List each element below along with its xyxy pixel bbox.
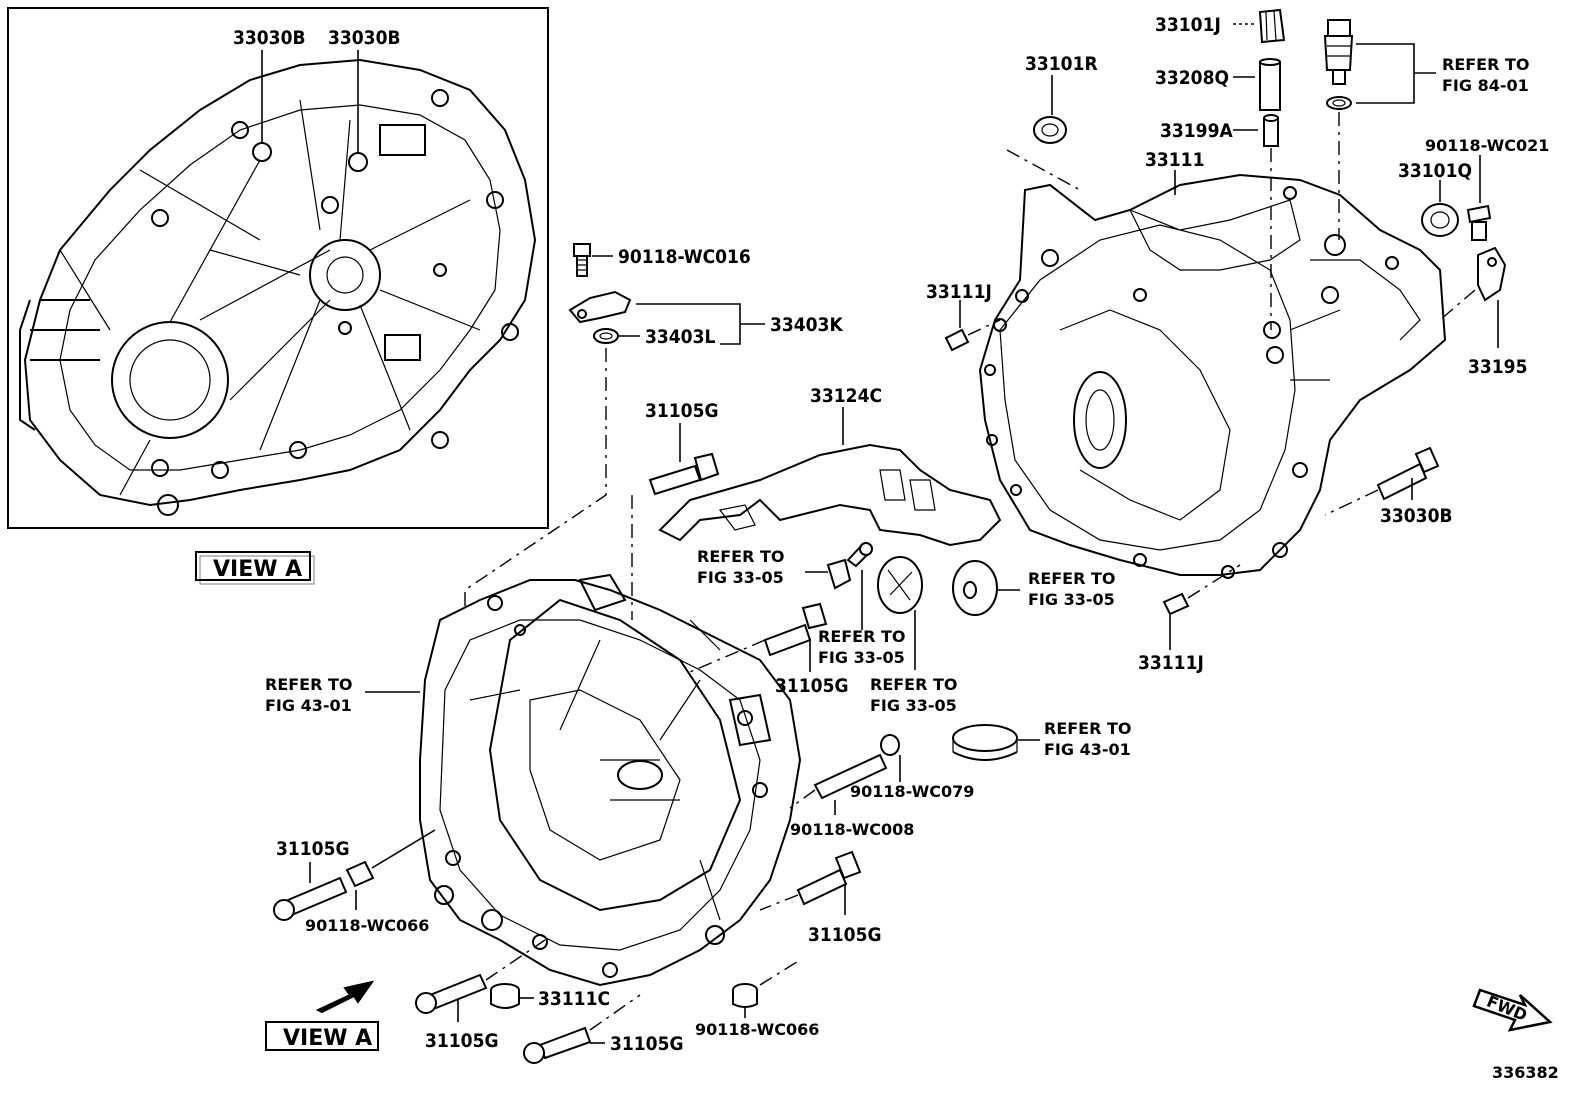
label-33208q: 33208Q	[1155, 67, 1229, 89]
label-31105g-mid: 31105G	[775, 675, 849, 697]
refer-43-01-right-line2: FIG 43-01	[1044, 740, 1131, 759]
view-a-inset-text: VIEW A	[213, 557, 302, 582]
refer-33-05-d-line2: FIG 33-05	[1028, 590, 1115, 609]
label-33403k: 33403K	[770, 314, 843, 336]
label-33111j-bottom: 33111J	[1138, 652, 1204, 674]
bolt-31105g-bl: 31105G	[415, 939, 546, 1052]
refer-33-05-c-line1: REFER TO	[870, 675, 958, 694]
label-inset-33030b-left: 33030B	[233, 27, 306, 49]
label-90118-wc066-left: 90118-WC066	[305, 916, 429, 935]
label-90118-wc008: 90118-WC008	[790, 820, 914, 839]
label-90118-wc066-bottom: 90118-WC066	[695, 1020, 819, 1039]
label-33111j-top: 33111J	[926, 281, 992, 303]
clutch-housing	[419, 573, 802, 987]
label-90118-wc016: 90118-WC016	[618, 246, 751, 268]
disc-33-05-d: REFER TO FIG 33-05	[952, 560, 1116, 616]
cap-33101j: 33101J	[1155, 8, 1286, 44]
view-a-arrow-text: VIEW A	[283, 1026, 372, 1051]
refer-fig-33-05-a: REFER TO FIG 33-05	[697, 547, 852, 590]
breather-33199a: 33199A	[1160, 114, 1279, 330]
bolt-small-33-05: REFER TO FIG 33-05	[818, 542, 906, 667]
label-33124c: 33124C	[810, 385, 882, 407]
diagram-id: 336382	[1492, 1063, 1559, 1082]
label-33111c: 33111C	[538, 988, 610, 1010]
label-33101q: 33101Q	[1398, 160, 1472, 182]
label-33101j: 33101J	[1155, 14, 1221, 36]
pin-33111j-top: 33111J	[926, 281, 1001, 352]
label-31105g-right: 31105G	[808, 924, 882, 946]
label-inset-33030b-right: 33030B	[328, 27, 401, 49]
view-a-inset-label: VIEW A	[195, 551, 315, 585]
refer-33-05-d-line1: REFER TO	[1028, 569, 1116, 588]
seal-33101q: 33101Q	[1398, 160, 1472, 237]
label-33195: 33195	[1468, 356, 1527, 378]
fwd-arrow-icon: FWD	[1472, 988, 1553, 1032]
label-31105g-left: 31105G	[276, 838, 350, 860]
bolt-31105g-right: 31105G	[759, 850, 882, 946]
bolt-90118-wc016: 90118-WC016	[573, 243, 751, 277]
label-33101r: 33101R	[1025, 53, 1098, 75]
view-a-arrow: VIEW A	[265, 980, 379, 1051]
refer-43-01-left-line1: REFER TO	[265, 675, 353, 694]
bolt-90118-wc021: 90118-WC021 33195	[1425, 136, 1549, 378]
transaxle-case	[978, 173, 1447, 579]
label-90118-wc021: 90118-WC021	[1425, 136, 1549, 155]
seal-33101r: 33101R	[1006, 53, 1098, 191]
bolt-31105g-top: 31105G	[631, 400, 720, 620]
bolt-31105g-mid: 31105G	[689, 602, 849, 697]
refer-33-05-b-line1: REFER TO	[818, 627, 906, 646]
label-31105g-bm: 31105G	[610, 1033, 684, 1055]
label-31105g-top: 31105G	[645, 400, 719, 422]
plate-33403k: 33403L 33403K	[464, 290, 843, 610]
pipe-33208q: 33208Q	[1155, 58, 1281, 111]
bolt-31105g-left: 31105G 90118-WC066	[273, 829, 436, 935]
plug-33111c: 33111C	[490, 983, 610, 1010]
refer-84-01-line1: REFER TO	[1442, 55, 1530, 74]
view-a-inset: 33030B 33030B	[7, 7, 549, 529]
disc-33-05-c: REFER TO FIG 33-05	[870, 556, 958, 715]
switch-fig-84-01: REFER TO FIG 84-01	[1323, 19, 1530, 240]
label-90118-wc079: 90118-WC079	[850, 782, 974, 801]
refer-84-01-line2: FIG 84-01	[1442, 76, 1529, 95]
label-33030b-right: 33030B	[1380, 505, 1453, 527]
refer-43-01-right-line1: REFER TO	[1044, 719, 1132, 738]
label-33403l: 33403L	[645, 326, 715, 348]
refer-33-05-c-line2: FIG 33-05	[870, 696, 957, 715]
case-33111-label: 33111	[1145, 149, 1204, 195]
refer-33-05-b-line2: FIG 33-05	[818, 648, 905, 667]
bolt-31105g-bm: 31105G	[523, 994, 684, 1064]
collar-90118-wc066: 90118-WC066	[695, 959, 819, 1039]
refer-fig-43-01-right: REFER TO FIG 43-01	[952, 719, 1132, 761]
bolt-33030b-right: 33030B	[1324, 446, 1453, 527]
label-33111: 33111	[1145, 149, 1204, 171]
label-33199a: 33199A	[1160, 120, 1233, 142]
pin-33111j-bottom: 33111J	[1138, 564, 1241, 674]
bracket-33124c: 33124C	[658, 385, 1002, 547]
bolt-90118-wc008: 90118-WC079 90118-WC008	[789, 734, 974, 839]
refer-43-01-left-line2: FIG 43-01	[265, 696, 352, 715]
label-31105g-bl: 31105G	[425, 1030, 499, 1052]
refer-33-05-a-line1: REFER TO	[697, 547, 785, 566]
refer-fig-43-01-left: REFER TO FIG 43-01	[265, 675, 420, 715]
refer-33-05-a-line2: FIG 33-05	[697, 568, 784, 587]
